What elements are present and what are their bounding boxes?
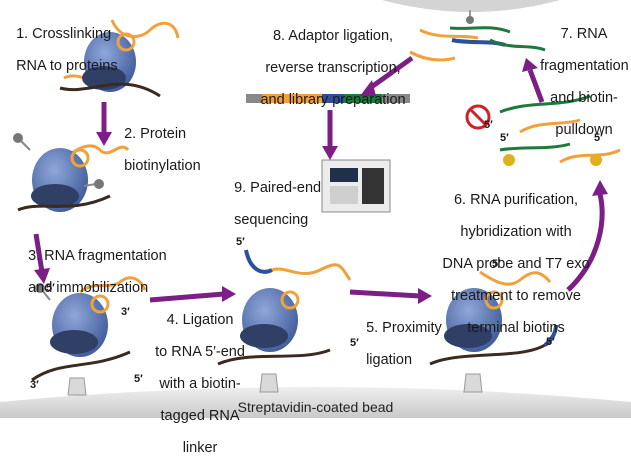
step-3-line-1: 3. RNA fragmentation [28, 248, 167, 264]
step-9-label: 9. Paired-end sequencing [226, 164, 321, 228]
complex-step4 [217, 249, 352, 393]
step-4-line-1: 4. Ligation [166, 312, 234, 328]
step-1-line-1: 1. Crosslinking [16, 26, 112, 42]
three-prime-label: 3′ [121, 306, 130, 318]
biotin-icon [13, 133, 23, 143]
workflow-diagram [0, 0, 631, 418]
step-7-line-4: pulldown [555, 122, 613, 138]
step-9-line-1: 9. Paired-end [234, 180, 322, 196]
step-9-line-2: sequencing [234, 212, 309, 228]
fragments-step6 [465, 94, 621, 166]
step-5-line-2: ligation [366, 352, 413, 368]
five-prime-label: 5′ [134, 373, 143, 385]
three-prime-label: 3′ [30, 379, 39, 391]
step-7-line-3: and biotin- [550, 90, 618, 106]
five-prime-label: 5′ [594, 132, 603, 144]
step-8-line-3: and library preparation [260, 92, 406, 108]
biotin-icon [503, 154, 515, 166]
arrow-4-5 [349, 289, 421, 299]
complex-step1 [59, 19, 180, 98]
step-8-line-2: reverse transcription, [265, 60, 401, 76]
top-bead [382, 0, 560, 12]
step-2-line-1: 2. Protein [124, 126, 187, 142]
step-6-label: 6. RNA purification, hybridization with … [432, 176, 592, 336]
step-1-line-2: RNA to proteins [16, 58, 118, 74]
arrow-5-6 [566, 193, 605, 292]
step-8-label: 8. Adaptor ligation, reverse transcripti… [244, 12, 414, 108]
arrow-7-8 [368, 55, 414, 91]
library-construct [246, 94, 410, 103]
workflow-arrowheads [34, 58, 608, 304]
bead-label: Streptavidin-coated bead [237, 399, 394, 415]
step-2-line-2: biotinylation [124, 158, 201, 174]
step-6-line-2: hybridization with [460, 224, 572, 240]
step-5-label: 5. Proximity ligation [358, 304, 442, 368]
workflow-arrows [33, 55, 605, 303]
step-4-label: 4. Ligation to RNA 5′-end with a biotin-… [145, 296, 247, 456]
no-symbol-icon [465, 104, 491, 130]
step-4-line-2: to RNA 5′-end [155, 344, 245, 360]
streptavidin-stand-icon [67, 377, 87, 396]
step-4-line-3: with a biotin- [159, 376, 241, 392]
step-8-line-1: 8. Adaptor ligation, [272, 28, 394, 44]
five-prime-label: 5′ [236, 236, 245, 248]
five-prime-label: 5′ [500, 132, 509, 144]
five-prime-label: 5′ [46, 282, 55, 294]
step-7-line-1: 7. RNA [560, 26, 608, 42]
step-6-line-3: DNA probe and T7 exo [442, 256, 590, 272]
step-3-line-2: and immobilization [28, 280, 149, 296]
streptavidin-bead [0, 387, 631, 418]
five-prime-label: 5′ [350, 337, 359, 349]
step-4-line-5: linker [182, 440, 218, 456]
step-6-line-1: 6. RNA purification, [453, 192, 579, 208]
complex-step5 [429, 270, 558, 393]
step-3-label: 3. RNA fragmentation and immobilization [20, 232, 167, 296]
five-prime-label: 5′ [484, 119, 493, 131]
arrow-2-3 [33, 233, 45, 273]
five-prime-label: 5′ [546, 336, 555, 348]
complex-step3 [31, 276, 147, 396]
step-1-label: 1. Crosslinking RNA to proteins [8, 10, 118, 74]
arrow-6-7 [527, 69, 545, 103]
arrow-3-4 [149, 291, 225, 303]
fragments-step7 [409, 10, 546, 62]
complex-step2 [13, 133, 130, 212]
step-6-line-5: terminal biotins [467, 320, 565, 336]
step-7-label: 7. RNA fragmentation and biotin- pulldow… [532, 10, 629, 138]
step-2-label: 2. Protein biotinylation [116, 110, 201, 174]
step-5-line-1: 5. Proximity [366, 320, 442, 336]
five-prime-label: 5′ [492, 258, 501, 270]
step-6-line-4: treatment to remove [451, 288, 581, 304]
sequencer-icon [321, 159, 391, 213]
step-7-line-2: fragmentation [540, 58, 629, 74]
